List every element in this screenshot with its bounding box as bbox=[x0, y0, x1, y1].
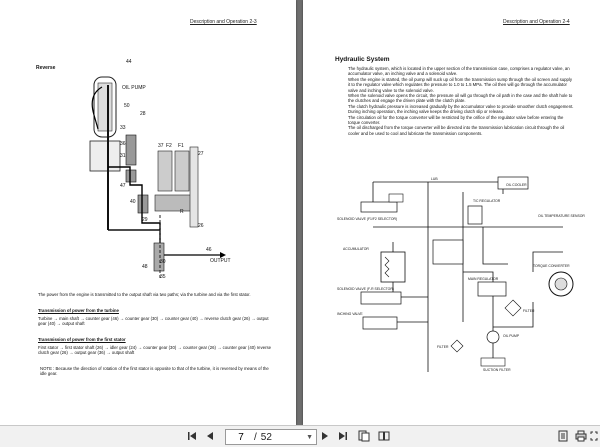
next-page-icon[interactable] bbox=[318, 428, 332, 444]
svg-text:27: 27 bbox=[198, 151, 204, 157]
svg-text:ACCUMULATOR: ACCUMULATOR bbox=[343, 247, 369, 251]
oil-pump-housing bbox=[93, 76, 117, 138]
note-text: NOTE : Because the direction of rotation… bbox=[40, 366, 269, 377]
svg-text:26: 26 bbox=[198, 223, 204, 229]
oil-pump-label: OIL PUMP bbox=[122, 85, 146, 91]
accumulator bbox=[380, 251, 406, 283]
svg-text:48: 48 bbox=[142, 264, 148, 270]
f2-label: F2 bbox=[166, 143, 172, 149]
single-page-icon[interactable] bbox=[556, 428, 570, 444]
svg-text:37: 37 bbox=[158, 143, 164, 149]
page-separator: / bbox=[254, 431, 257, 443]
fit-page-icon[interactable] bbox=[356, 428, 372, 444]
r-label: R bbox=[180, 209, 184, 215]
reverse-power-flow-diagram: 44 OIL PUMP 50 28 33 36 31 37 F2 F1 27 4… bbox=[89, 59, 231, 280]
paragraph: The circulation oil for the torque conve… bbox=[348, 114, 564, 126]
filter2 bbox=[450, 339, 464, 353]
page-navigator: / 52 ▼ bbox=[225, 429, 317, 445]
hydraulic-text: The hydraulic system, which is located i… bbox=[348, 66, 574, 136]
first-page-icon[interactable] bbox=[185, 428, 199, 444]
stator-path: First stator → first stator shaft (26) →… bbox=[38, 345, 272, 356]
filter bbox=[504, 299, 522, 317]
inching-valve bbox=[362, 316, 398, 330]
svg-text:LUB: LUB bbox=[431, 177, 438, 181]
chevron-down-icon[interactable]: ▼ bbox=[306, 433, 313, 441]
prev-page-icon[interactable] bbox=[203, 428, 217, 444]
paragraph: The clutch hydraulic pressure is increas… bbox=[348, 103, 574, 109]
section-heading: Reverse bbox=[36, 65, 56, 71]
turbine-path: Turbine → main shaft → counter gear (46)… bbox=[38, 316, 269, 327]
stator-heading: Transmission of power from the first sta… bbox=[38, 337, 126, 342]
svg-text:50: 50 bbox=[124, 103, 130, 109]
viewer-toolbar: / 52 ▼ bbox=[0, 425, 600, 447]
svg-text:MAIN REGULATOR: MAIN REGULATOR bbox=[468, 277, 499, 281]
oil-cooler bbox=[497, 176, 529, 190]
svg-text:46: 46 bbox=[206, 247, 212, 253]
svg-text:SOLENOID VALVE (F-R SELECTOR): SOLENOID VALVE (F-R SELECTOR) bbox=[337, 287, 394, 291]
svg-text:SOLENOID VALVE (F1/F2 SELECTOR: SOLENOID VALVE (F1/F2 SELECTOR) bbox=[337, 217, 397, 221]
hydraulic-schematic: LUB OIL COOLER SOLENOID VALVE (F1/F2 SEL… bbox=[337, 176, 585, 372]
page-header: Description and Operation 2-3 bbox=[190, 19, 257, 25]
oil-pump bbox=[486, 330, 500, 344]
intro-text: The power from the engine is transmitted… bbox=[38, 292, 251, 297]
svg-text:33: 33 bbox=[120, 125, 126, 131]
svg-text:FILTER: FILTER bbox=[437, 345, 449, 349]
solenoid-valve-fr bbox=[360, 291, 402, 305]
svg-text:35: 35 bbox=[160, 274, 166, 280]
output-label: OUTPUT bbox=[210, 258, 231, 264]
svg-text:OIL PUMP: OIL PUMP bbox=[503, 334, 520, 338]
svg-text:OIL TEMPERATURE SENSOR: OIL TEMPERATURE SENSOR bbox=[538, 214, 585, 218]
left-page: Description and Operation 2-3 Reverse 44… bbox=[0, 0, 296, 425]
page-number-input[interactable] bbox=[226, 431, 252, 443]
svg-text:TORQUE CONVERTER: TORQUE CONVERTER bbox=[533, 264, 570, 268]
tc-regulator bbox=[467, 205, 483, 225]
print-icon[interactable] bbox=[574, 428, 588, 444]
turbine-heading: Transmission of power from the turbine bbox=[38, 308, 119, 313]
total-pages: 52 bbox=[260, 431, 272, 443]
section-title: Hydraulic System bbox=[335, 56, 390, 63]
last-page-icon[interactable] bbox=[336, 428, 350, 444]
right-page: Description and Operation 2-4 Hydraulic … bbox=[303, 0, 600, 425]
fullscreen-icon[interactable] bbox=[590, 428, 598, 444]
solenoid-valve-f1f2 bbox=[360, 201, 398, 213]
svg-text:31: 31 bbox=[120, 153, 126, 159]
main-regulator bbox=[477, 281, 507, 297]
svg-text:T/C REGULATOR: T/C REGULATOR bbox=[473, 199, 501, 203]
svg-text:SUCTION FILTER: SUCTION FILTER bbox=[483, 368, 511, 372]
svg-text:29: 29 bbox=[142, 217, 148, 223]
paragraph: When the solenoid valve opens the circui… bbox=[348, 93, 573, 104]
svg-text:OIL COOLER: OIL COOLER bbox=[506, 183, 527, 187]
svg-text:30: 30 bbox=[160, 259, 166, 265]
paragraph: During inching operation, the inching va… bbox=[348, 109, 505, 115]
suction-filter bbox=[480, 357, 506, 367]
svg-text:47: 47 bbox=[120, 183, 126, 189]
svg-text:28: 28 bbox=[140, 111, 146, 117]
two-page-icon[interactable] bbox=[376, 428, 392, 444]
diagram-number: 44 bbox=[126, 59, 132, 65]
paragraph: The hydraulic system, which is located i… bbox=[348, 66, 570, 77]
svg-text:INCHING VALVE: INCHING VALVE bbox=[337, 312, 363, 316]
svg-text:40: 40 bbox=[130, 199, 136, 205]
f1-label: F1 bbox=[178, 143, 184, 149]
svg-text:FILTER: FILTER bbox=[523, 309, 535, 313]
paragraph: When the engine is started, the oil pump… bbox=[348, 76, 573, 93]
page-header: Description and Operation 2-4 bbox=[503, 19, 570, 25]
svg-text:36: 36 bbox=[120, 141, 126, 147]
paragraph: The oil discharged from the torque conve… bbox=[348, 125, 565, 136]
